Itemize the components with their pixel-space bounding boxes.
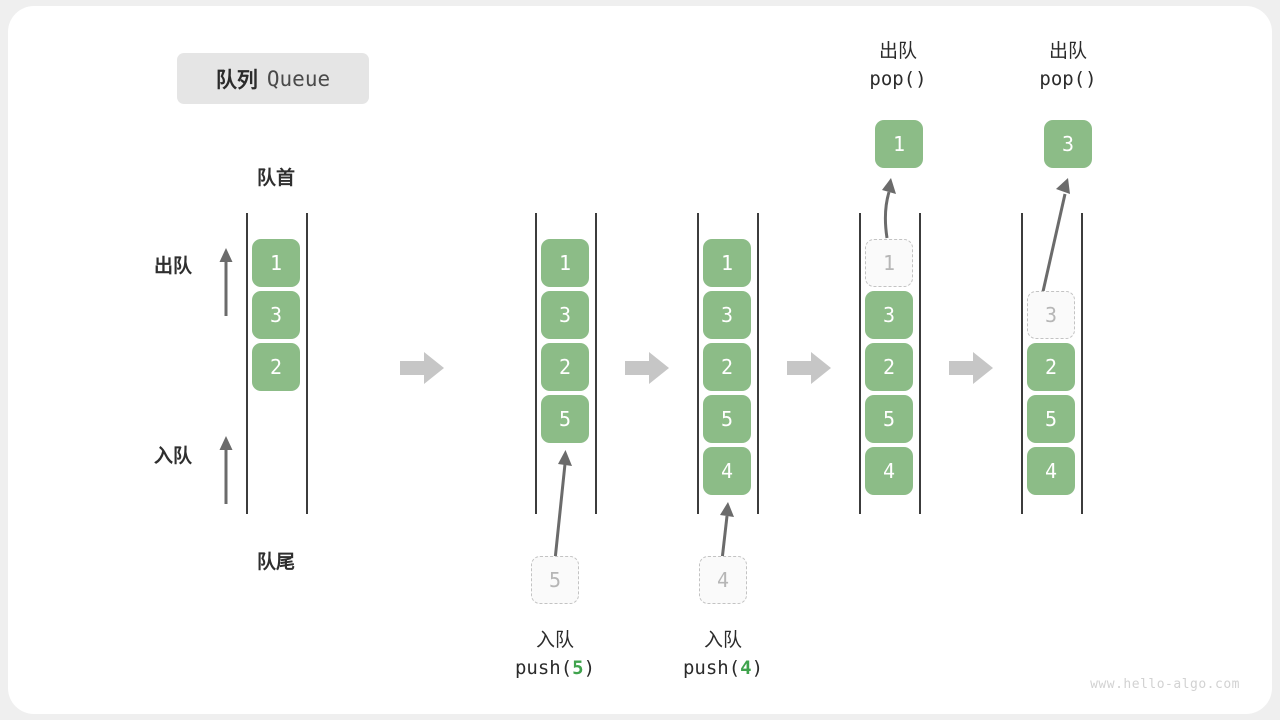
push5-ghost-cell: 5 <box>531 556 579 604</box>
col1-rail-right <box>306 213 308 514</box>
push5-code-suffix: ) <box>583 656 596 679</box>
push5-caption-cn: 入队 <box>535 630 574 651</box>
diagram-card: 队列 Queue 队首 队尾 出队 入队 1 3 2 1 3 2 5 5 入队 … <box>8 6 1272 714</box>
col1-cell-2: 2 <box>252 343 300 391</box>
col4-cell-0: 3 <box>865 291 913 339</box>
col2-cell-2: 2 <box>541 343 589 391</box>
push5-caption-code: push(5) <box>475 655 635 683</box>
col2-rail-left <box>535 213 537 514</box>
col4-cell-3: 4 <box>865 447 913 495</box>
col4-ghost-cell: 1 <box>865 239 913 287</box>
col5-cell-2: 4 <box>1027 447 1075 495</box>
col2-cell-3: 5 <box>541 395 589 443</box>
pop2-popped-cell: 3 <box>1044 120 1092 168</box>
col2-cell-0: 1 <box>541 239 589 287</box>
col3-rail-left <box>697 213 699 514</box>
step-arrow-3-icon <box>787 352 831 384</box>
label-front: 队首 <box>256 168 295 189</box>
step-arrow-2-icon <box>625 352 669 384</box>
watermark: www.hello-algo.com <box>1090 677 1240 692</box>
col2-cell-1: 3 <box>541 291 589 339</box>
pop2-arrow-icon <box>1040 178 1070 297</box>
step-arrow-4-icon <box>949 352 993 384</box>
pop2-caption-cn: 出队 <box>1048 41 1087 62</box>
col4-rail-right <box>919 213 921 514</box>
pop1-caption-cn: 出队 <box>878 41 917 62</box>
push5-code-prefix: push( <box>514 656 573 679</box>
col5-ghost-cell: 3 <box>1027 291 1075 339</box>
push5-caption: 入队 push(5) <box>475 627 635 682</box>
col5-cell-1: 5 <box>1027 395 1075 443</box>
col3-cell-3: 5 <box>703 395 751 443</box>
push4-code-prefix: push( <box>682 656 741 679</box>
label-enqueue: 入队 <box>154 446 193 467</box>
col1-rail-left <box>246 213 248 514</box>
col2-rail-right <box>595 213 597 514</box>
push4-caption-code: push(4) <box>643 655 803 683</box>
dequeue-arrow-icon <box>219 248 233 316</box>
col3-cell-2: 2 <box>703 343 751 391</box>
push5-arrow-icon <box>553 450 572 561</box>
label-dequeue: 出队 <box>154 256 193 277</box>
pop2-caption-code: pop() <box>1039 67 1097 90</box>
col5-cell-0: 2 <box>1027 343 1075 391</box>
title-en: Queue <box>266 66 331 91</box>
col5-rail-right <box>1081 213 1083 514</box>
col3-cell-4: 4 <box>703 447 751 495</box>
label-rear: 队尾 <box>256 552 295 573</box>
title-cn: 队列 <box>215 68 258 92</box>
col1-cell-1: 3 <box>252 291 300 339</box>
col3-rail-right <box>757 213 759 514</box>
push4-code-suffix: ) <box>751 656 764 679</box>
pop1-caption: 出队 pop() <box>818 38 978 93</box>
push4-ghost-cell: 4 <box>699 556 747 604</box>
push4-caption: 入队 push(4) <box>643 627 803 682</box>
pop1-caption-code: pop() <box>869 67 927 90</box>
title-badge: 队列 Queue <box>177 53 369 104</box>
col3-cell-0: 1 <box>703 239 751 287</box>
pop1-arrow-icon <box>882 178 896 239</box>
col4-cell-1: 2 <box>865 343 913 391</box>
col1-cell-0: 1 <box>252 239 300 287</box>
push4-arrow-icon <box>720 502 734 561</box>
col4-rail-left <box>859 213 861 514</box>
enqueue-arrow-icon <box>219 436 233 504</box>
push4-caption-cn: 入队 <box>703 630 742 651</box>
pop1-popped-cell: 1 <box>875 120 923 168</box>
step-arrow-1-icon <box>400 352 444 384</box>
pop2-caption: 出队 pop() <box>988 38 1148 93</box>
push4-code-value: 4 <box>740 656 752 679</box>
col3-cell-1: 3 <box>703 291 751 339</box>
push5-code-value: 5 <box>572 656 584 679</box>
col5-rail-left <box>1021 213 1023 514</box>
col4-cell-2: 5 <box>865 395 913 443</box>
